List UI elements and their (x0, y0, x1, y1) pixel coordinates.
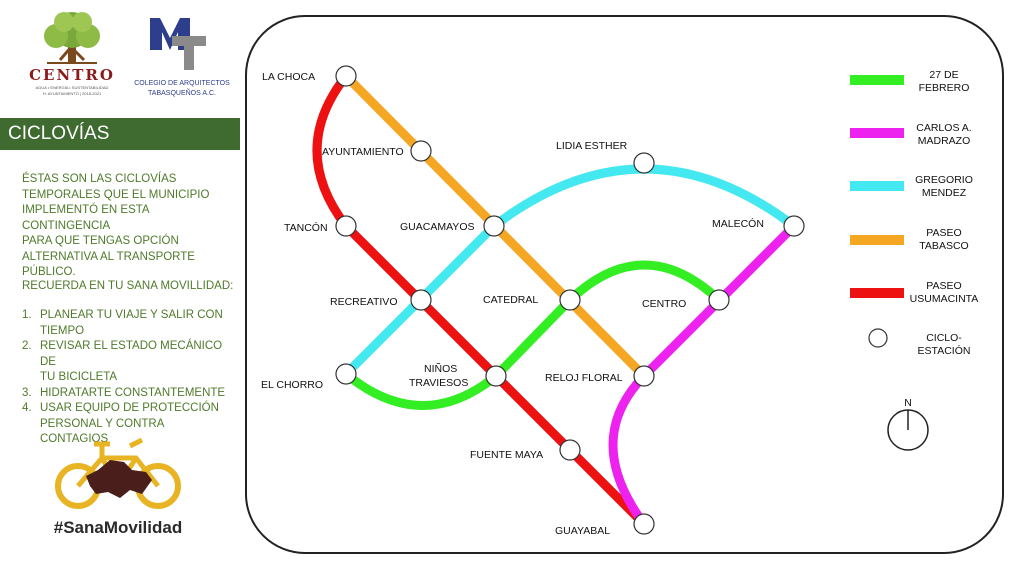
legend-swatch-paseo-usumacinta (850, 288, 904, 298)
station-label: LIDIA ESTHER (556, 140, 628, 152)
route-27-de-febrero (341, 260, 724, 410)
legend-label: TABASCO (919, 240, 968, 252)
legend-swatch-paseo-tabasco (850, 235, 904, 245)
station-el-chorro[interactable] (335, 363, 357, 385)
station-fuente-maya[interactable] (559, 439, 581, 461)
station-malecon[interactable] (783, 215, 805, 237)
list-item: 2. REVISAR EL ESTADO MECÁNICO DE TU BICI… (22, 339, 234, 386)
station-centro[interactable] (708, 289, 730, 311)
north-compass-icon: N (887, 397, 929, 451)
tip-number: 3. (22, 386, 32, 399)
station-label: GUAYABAL (555, 525, 610, 537)
station-recreativo[interactable] (410, 289, 432, 311)
station-label: CATEDRAL (483, 294, 538, 306)
tip-line: PERSONAL Y CONTRA CONTAGIOS (40, 417, 164, 446)
bicycle-logo (50, 436, 190, 516)
intro-line: TEMPORALES QUE EL MUNICIPIO (22, 188, 210, 201)
cat-monogram-icon (150, 18, 206, 70)
station-label: RELOJ FLORAL (545, 372, 623, 384)
legend-label: PASEO (926, 227, 961, 239)
legend-label: 27 DE (929, 69, 958, 81)
legend-label: PASEO (926, 280, 961, 292)
bicycle-icon (55, 437, 181, 509)
colegio-name-line1: COLEGIO DE ARQUITECTOS (134, 80, 230, 87)
tip-number: 1. (22, 309, 32, 321)
station-ayuntamiento[interactable] (410, 140, 432, 162)
centro-logo: CENTRO AGUA • ENERGÍA • SUSTENTABILIDAD … (22, 8, 122, 100)
station-label: NIÑOS (424, 362, 457, 375)
intro-line: PÚBLICO. (22, 266, 76, 278)
legend-label: ESTACIÓN (918, 344, 971, 357)
centro-wordmark: CENTRO (29, 66, 115, 84)
legend-swatch-gregorio-mendez (850, 181, 904, 191)
tip-line: HIDRATARTE CONSTANTEMENTE (40, 386, 226, 399)
reminder-heading: RECUERDA EN TU SANA MOVILLIDAD: (22, 280, 234, 292)
sidebar-title: CICLOVÍAS EMERGENTES (0, 118, 240, 176)
station-lidia-esther[interactable] (633, 152, 655, 174)
intro-text: ÉSTAS SON LAS CICLOVÍAS TEMPORALES QUE E… (22, 172, 234, 281)
tips-list: 1. PLANEAR TU VIAJE Y SALIR CON TIEMPO 2… (22, 308, 234, 448)
legend-label: CICLO- (926, 332, 962, 344)
centro-subtitle: H. AYUNTAMIENTO | 2018-2021 (42, 91, 102, 96)
list-item: 3. HIDRATARTE CONSTANTEMENTE (22, 386, 234, 402)
station-label: TANCÓN (284, 221, 328, 234)
station-la-choca[interactable] (335, 65, 357, 87)
station-label: EL CHORRO (261, 379, 323, 391)
list-item: 1. PLANEAR TU VIAJE Y SALIR CON TIEMPO (22, 308, 234, 339)
station-label: FUENTE MAYA (470, 449, 543, 461)
station-label: CENTRO (642, 298, 686, 310)
station-catedral[interactable] (559, 289, 581, 311)
intro-line: PARA QUE TENGAS OPCIÓN (22, 235, 179, 247)
legend: 27 DE FEBRERO CARLOS A. MADRAZO GREGORIO… (850, 69, 978, 357)
tree-icon (44, 12, 100, 64)
tip-line: TIEMPO (40, 324, 85, 337)
station-label: RECREATIVO (330, 296, 397, 308)
station-label: LA CHOCA (262, 71, 315, 83)
tip-number: 2. (22, 340, 32, 352)
map-frame (245, 15, 1004, 554)
station-guayabal[interactable] (633, 513, 655, 535)
station-label: MALECÓN (712, 217, 764, 230)
legend-swatch-carlos-madrazo (850, 128, 904, 138)
station-label: AYUNTAMIENTO (322, 146, 404, 158)
legend-label: FEBRERO (919, 82, 970, 94)
legend-label: MENDEZ (922, 187, 967, 199)
station-reloj-floral[interactable] (633, 365, 655, 387)
legend-label: MADRAZO (918, 135, 971, 147)
intro-line: ÉSTAS SON LAS CICLOVÍAS (22, 173, 177, 185)
legend-label: GREGORIO (915, 174, 973, 186)
station-tancon[interactable] (335, 215, 357, 237)
tip-line: REVISAR EL ESTADO MECÁNICO DE (40, 340, 223, 368)
intro-line: IMPLEMENTÓ EN ESTA CONTINGENCIA (22, 204, 149, 232)
colegio-name-line2: TABASQUEÑOS A.C. (148, 90, 216, 97)
legend-station-icon (868, 328, 888, 348)
legend-label: USUMACINTA (910, 293, 979, 305)
route-gregorio-mendez (341, 164, 799, 379)
station-label: TRAVIESOS (409, 377, 468, 389)
tip-line: PLANEAR TU VIAJE Y SALIR CON (40, 309, 223, 321)
station-label: GUACAMAYOS (400, 221, 474, 233)
hashtag: #SanaMovilidad (53, 518, 183, 537)
tip-line: TU BICICLETA (40, 371, 118, 383)
legend-label: CARLOS A. (916, 122, 971, 134)
centro-tagline: AGUA • ENERGÍA • SUSTENTABILIDAD (35, 85, 109, 90)
station-ninos-traviesos[interactable] (485, 365, 507, 387)
legend-swatch-27-de-febrero (850, 75, 904, 85)
compass-label: N (904, 397, 912, 409)
station-guacamayos[interactable] (483, 215, 505, 237)
colegio-logo: COLEGIO DE ARQUITECTOS TABASQUEÑOS A.C. (132, 10, 232, 102)
intro-line: ALTERNATIVA AL TRANSPORTE (22, 250, 195, 263)
tip-number: 4. (22, 402, 32, 414)
tip-line: USAR EQUIPO DE PROTECCIÓN (40, 402, 219, 414)
list-item: 4. USAR EQUIPO DE PROTECCIÓN PERSONAL Y … (22, 401, 234, 448)
